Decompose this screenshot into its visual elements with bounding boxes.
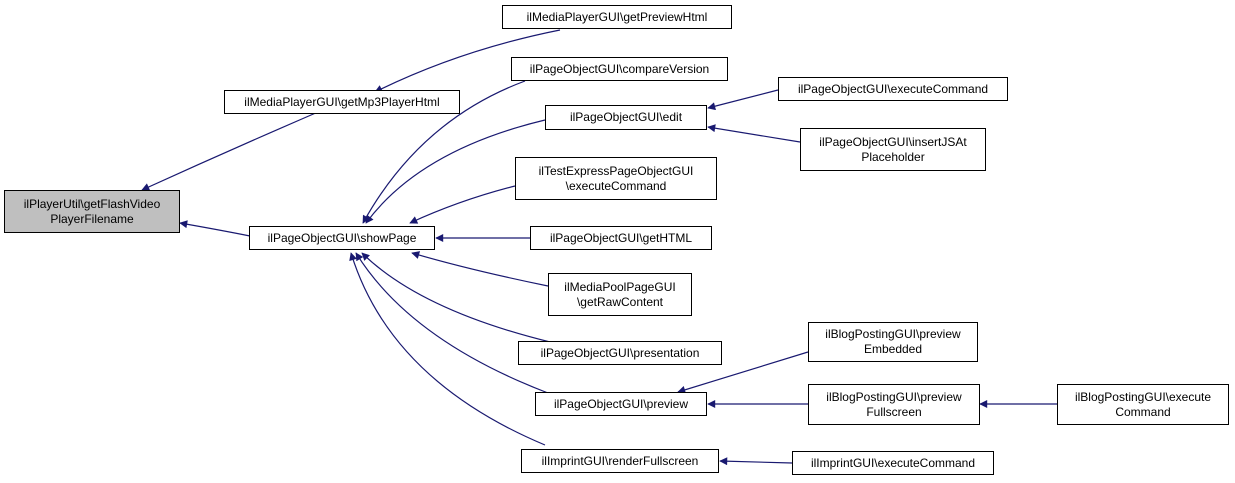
node-execute-command[interactable]: ilPageObjectGUI\executeCommand xyxy=(778,77,1008,101)
node-blog-execute-command[interactable]: ilBlogPostingGUI\execute Command xyxy=(1057,384,1229,425)
edge-execcmd-to-edit xyxy=(707,89,779,111)
edge-mp3-to-root xyxy=(141,111,319,191)
node-label-line: ilImprintGUI\renderFullscreen xyxy=(541,453,699,468)
edge-showpage-to-root xyxy=(179,220,251,237)
node-label-line: ilBlogPostingGUI\execute xyxy=(1074,389,1212,404)
edge-imprintexec-to-imprintrender xyxy=(719,457,793,466)
node-edit[interactable]: ilPageObjectGUI\edit xyxy=(545,105,707,130)
node-media-pool-get-raw-content[interactable]: ilMediaPoolPageGUI \getRawContent xyxy=(548,273,692,316)
node-label-line: ilMediaPlayerGUI\getPreviewHtml xyxy=(526,9,708,24)
node-label-line: Fullscreen xyxy=(866,404,922,419)
edge-presentation-to-showpage xyxy=(361,252,551,343)
node-compare-version[interactable]: ilPageObjectGUI\compareVersion xyxy=(511,57,728,81)
node-preview[interactable]: ilPageObjectGUI\preview xyxy=(535,392,707,416)
node-insert-js-at-placeholder[interactable]: ilPageObjectGUI\insertJSAt Placeholder xyxy=(800,128,986,171)
node-show-page[interactable]: ilPageObjectGUI\showPage xyxy=(249,226,435,250)
edge-compare-to-showpage xyxy=(362,80,526,224)
node-label-line: ilImprintGUI\executeCommand xyxy=(810,455,976,470)
edge-mediapool-to-showpage xyxy=(411,251,549,287)
node-test-express-execute-command[interactable]: ilTestExpressPageObjectGUI \executeComma… xyxy=(515,157,717,200)
edge-imprint-to-showpage xyxy=(349,252,546,446)
node-imprint-execute-command[interactable]: ilImprintGUI\executeCommand xyxy=(792,451,994,475)
edge-edit-to-showpage xyxy=(365,119,546,224)
node-label-line: ilPageObjectGUI\preview xyxy=(553,396,689,411)
node-presentation[interactable]: ilPageObjectGUI\presentation xyxy=(518,341,722,365)
node-label-line: ilBlogPostingGUI\preview xyxy=(825,327,961,341)
node-label-line: Command xyxy=(1115,404,1171,419)
node-label-line: \executeCommand xyxy=(565,178,667,193)
node-label-line: Placeholder xyxy=(861,149,925,164)
node-label-line: ilPageObjectGUI\compareVersion xyxy=(529,61,710,76)
node-label-line: ilPageObjectGUI\showPage xyxy=(267,230,417,245)
node-label-line: Embedded xyxy=(863,342,923,356)
node-blog-preview-embedded[interactable]: ilBlogPostingGUI\preview Embedded xyxy=(808,322,978,362)
edge-testexpress-to-showpage xyxy=(409,185,516,224)
node-get-preview-html[interactable]: ilMediaPlayerGUI\getPreviewHtml xyxy=(502,5,732,29)
node-label-line: ilPageObjectGUI\getHTML xyxy=(549,230,693,245)
node-label-line: ilMediaPoolPageGUI xyxy=(564,279,676,294)
node-label-line: ilTestExpressPageObjectGUI xyxy=(538,163,694,178)
node-get-mp3-player-html[interactable]: ilMediaPlayerGUI\getMp3PlayerHtml xyxy=(224,90,460,114)
edge-previewhtml-to-mp3 xyxy=(374,29,561,93)
edge-insertjs-to-edit xyxy=(707,124,801,143)
node-imprint-render-fullscreen[interactable]: ilImprintGUI\renderFullscreen xyxy=(521,449,719,473)
node-label-line: ilPlayerUtil\getFlashVideo xyxy=(23,196,161,211)
edge-preview-to-showpage xyxy=(355,252,549,394)
node-label-line: ilPageObjectGUI\insertJSAt xyxy=(819,134,967,149)
node-label-line: PlayerFilename xyxy=(50,211,134,226)
node-label-line: ilBlogPostingGUI\preview xyxy=(826,389,962,404)
node-label-line: ilMediaPlayerGUI\getMp3PlayerHtml xyxy=(244,94,440,109)
node-label-line: ilPageObjectGUI\executeCommand xyxy=(797,81,989,96)
node-label-line: ilPageObjectGUI\presentation xyxy=(540,345,700,360)
node-get-html[interactable]: ilPageObjectGUI\getHTML xyxy=(530,226,712,250)
edge-blogembedded-to-preview xyxy=(677,351,809,394)
node-blog-preview-fullscreen[interactable]: ilBlogPostingGUI\preview Fullscreen xyxy=(808,384,980,425)
node-root-get-flash-video-player-filename: ilPlayerUtil\getFlashVideo PlayerFilenam… xyxy=(4,190,180,233)
node-label-line: ilPageObjectGUI\edit xyxy=(569,110,683,124)
node-label-line: \getRawContent xyxy=(576,294,664,309)
